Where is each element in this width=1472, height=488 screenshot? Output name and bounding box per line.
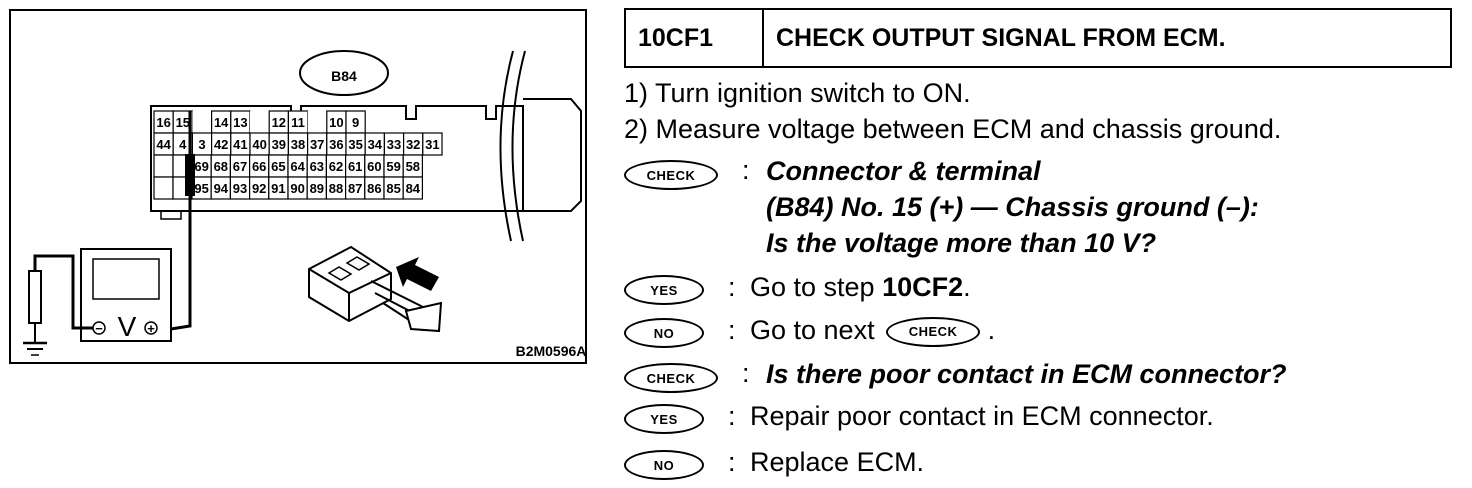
pin-number: 33: [387, 137, 401, 152]
pin-number: 95: [194, 181, 208, 196]
pin-cell: [422, 132, 443, 156]
pin-number: 92: [252, 181, 266, 196]
pin-number: 86: [367, 181, 381, 196]
inline-check-badge: CHECK: [886, 316, 981, 347]
figure-id: B2M0596A: [516, 343, 587, 359]
yes1-text: Go to step 10CF2.: [750, 271, 971, 303]
connector-probe-icon: [308, 245, 443, 333]
check2-colon: :: [742, 358, 750, 388]
check1-colon: :: [742, 155, 750, 185]
check1-line1: Connector & terminal: [766, 156, 1041, 186]
no1-prefix: Go to next: [750, 315, 875, 345]
pin-cell: [402, 176, 424, 200]
pin-number: 42: [214, 137, 228, 152]
pin-number: 90: [290, 181, 304, 196]
pin-number: 10: [329, 115, 343, 130]
check1-line2: (B84) No. 15 (+) — Chassis ground (–):: [766, 192, 1259, 222]
pin-number: 85: [386, 181, 400, 196]
pin-number: 89: [310, 181, 324, 196]
pin-number: 63: [310, 159, 324, 174]
pin-number: 4: [179, 137, 187, 152]
step-number: 10CF1: [626, 10, 764, 66]
pin-number: 94: [214, 181, 229, 196]
no2-text: Replace ECM.: [750, 447, 925, 477]
yes2-text: Repair poor contact in ECM connector.: [750, 401, 1214, 431]
yes-badge-2: YES: [624, 404, 704, 434]
step-title: CHECK OUTPUT SIGNAL FROM ECM.: [776, 23, 1226, 52]
pin-number: 68: [214, 159, 228, 174]
pin-number: 3: [198, 137, 205, 152]
no-badge: NO: [624, 318, 704, 348]
pin-number: 15: [176, 115, 190, 130]
pin-cell: [307, 111, 327, 133]
minus-terminal: −: [95, 321, 103, 336]
no-badge-2: NO: [624, 450, 704, 480]
pin-number: 40: [252, 137, 266, 152]
pin-number: 64: [290, 159, 305, 174]
pin-number: 16: [156, 115, 170, 130]
pin-cell: [250, 111, 270, 133]
no1-suffix: .: [987, 315, 996, 345]
pin-number: 39: [272, 137, 286, 152]
pin-number: 32: [406, 137, 420, 152]
pin-number: 67: [233, 159, 247, 174]
pin-cell-blank: [153, 176, 174, 200]
no2-colon: :: [728, 447, 736, 477]
pin-number: 34: [368, 137, 383, 152]
no1-text: Go to next CHECK .: [750, 314, 995, 347]
pin-cell-blank: [153, 154, 174, 178]
pin-number: 31: [425, 137, 439, 152]
pin-number: 44: [156, 137, 171, 152]
yes1-suffix: .: [963, 272, 971, 302]
yes2-colon: :: [728, 401, 736, 431]
plus-terminal: +: [147, 321, 155, 336]
pin-number: 62: [329, 159, 343, 174]
connector-label: B84: [331, 68, 357, 84]
check-badge: CHECK: [624, 160, 718, 190]
pin-number: 87: [348, 181, 362, 196]
pin-number: 13: [233, 115, 247, 130]
voltmeter-symbol: V: [118, 311, 137, 342]
pin-number: 84: [406, 181, 421, 196]
pin-number: 9: [352, 115, 359, 130]
pin-cell: [192, 111, 212, 133]
pin-number: 61: [348, 159, 362, 174]
pin-number: 41: [233, 137, 247, 152]
pin-number: 66: [252, 159, 266, 174]
step-header: 10CF1 CHECK OUTPUT SIGNAL FROM ECM.: [624, 8, 1452, 68]
pin-number: 69: [194, 159, 208, 174]
yes1-colon: :: [728, 272, 736, 302]
pin-number: 36: [329, 137, 343, 152]
check1-line3: Is the voltage more than 10 V?: [766, 228, 1157, 258]
pin-number: 65: [271, 159, 285, 174]
check2-text: Is there poor contact in ECM connector?: [766, 359, 1287, 389]
yes1-prefix: Go to step: [750, 272, 883, 302]
instruction-2: 2) Measure voltage between ECM and chass…: [624, 114, 1282, 144]
pin-number: 14: [214, 115, 229, 130]
pin-number: 91: [271, 181, 285, 196]
pin-number: 93: [233, 181, 247, 196]
pin-number: 37: [310, 137, 324, 152]
pin-number: 58: [406, 159, 420, 174]
pin-number: 12: [272, 115, 286, 130]
no1-colon: :: [728, 315, 736, 345]
yes1-target-step: 10CF2: [882, 272, 964, 302]
pin-number: 59: [386, 159, 400, 174]
pin-number: 88: [329, 181, 343, 196]
pin-number: 11: [291, 115, 305, 130]
check-badge-2: CHECK: [624, 363, 718, 393]
pin-number: 35: [348, 137, 362, 152]
pin-number: 38: [291, 137, 305, 152]
pin-number: 60: [367, 159, 381, 174]
yes-badge: YES: [624, 275, 704, 305]
instruction-1: 1) Turn ignition switch to ON.: [624, 78, 971, 108]
